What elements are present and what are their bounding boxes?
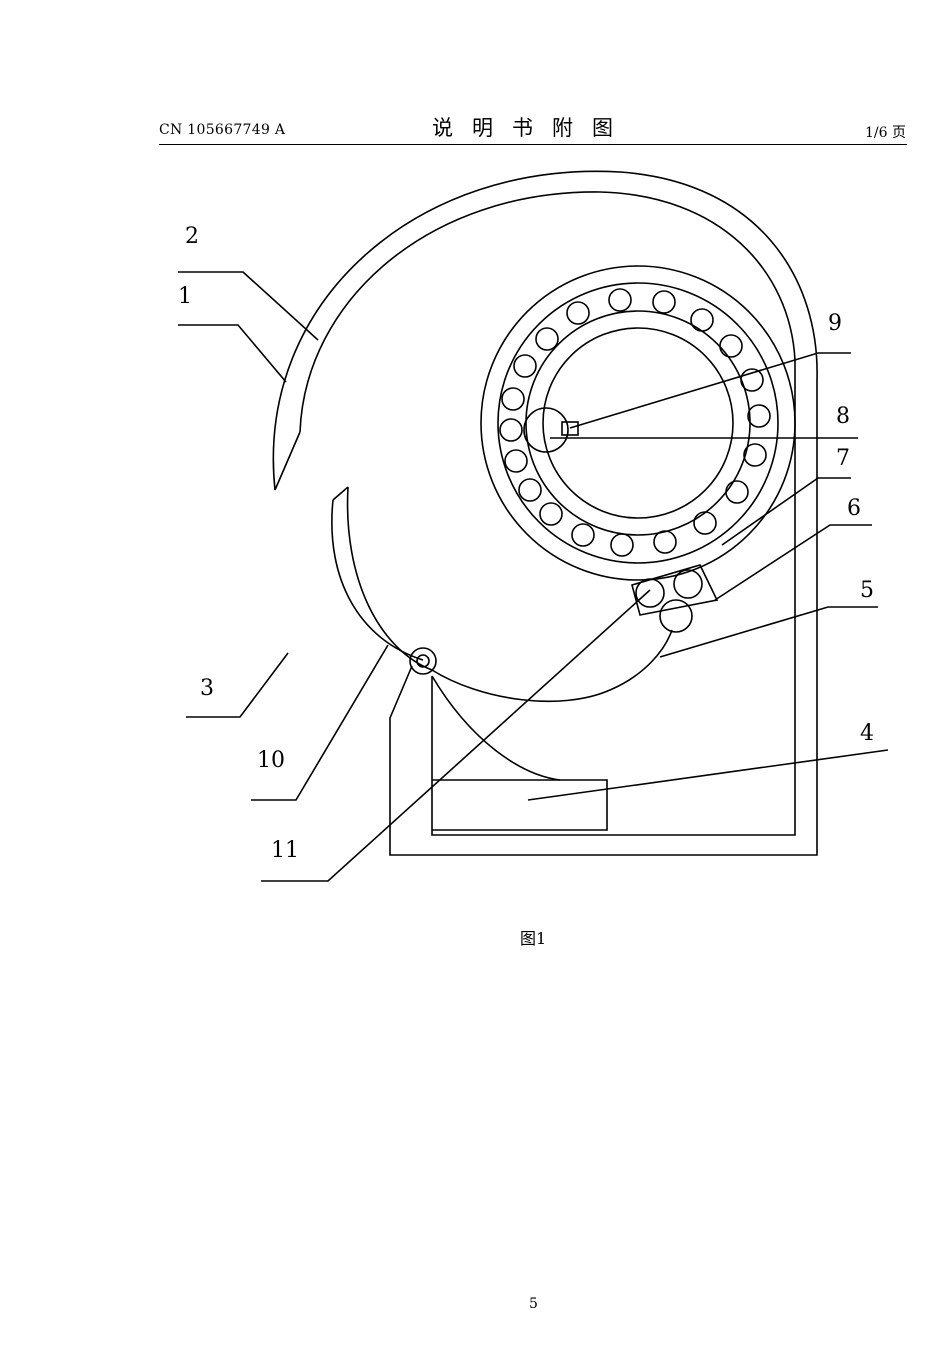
leader-1 — [178, 324, 287, 383]
ball — [743, 443, 767, 467]
leader-10 — [251, 644, 389, 801]
shell-tip — [274, 431, 301, 491]
ref-label-6: 6 — [847, 496, 861, 521]
leader-5 — [659, 606, 878, 658]
leader-6 — [714, 524, 872, 601]
ball — [610, 533, 634, 557]
leader-9 — [569, 352, 851, 429]
figure-caption: 图1 — [520, 929, 547, 948]
ball — [518, 478, 542, 502]
leader-4 — [527, 749, 889, 801]
ball — [652, 290, 676, 314]
ball — [693, 511, 717, 535]
ref-label-8: 8 — [836, 404, 850, 429]
page-info: 1/6 页 — [865, 125, 906, 141]
ball — [539, 502, 563, 526]
ref-label-11: 11 — [271, 838, 299, 863]
ball — [501, 387, 525, 411]
outer-shell-inner-edge — [299, 191, 796, 836]
document-number: CN 105667749 A — [159, 122, 286, 138]
ball — [499, 418, 523, 442]
trough-curve — [431, 629, 673, 703]
ball — [535, 327, 559, 351]
ball — [566, 301, 590, 325]
outer-shell-outer-edge — [272, 170, 818, 856]
ball — [747, 404, 771, 428]
ball — [653, 530, 677, 554]
header-divider — [159, 144, 907, 145]
ball — [513, 354, 537, 378]
ball — [690, 308, 714, 332]
roller-b — [673, 569, 703, 599]
drum-ring-2 — [497, 282, 779, 564]
roller-bracket — [631, 564, 719, 616]
ball-ring — [499, 288, 771, 557]
leader-7 — [721, 477, 851, 546]
leader-2 — [178, 271, 319, 341]
pivot-outer — [409, 647, 437, 675]
roller-a — [635, 578, 665, 608]
ref-label-3: 3 — [200, 676, 214, 701]
pivot-inner — [416, 654, 430, 668]
ref-label-5: 5 — [860, 578, 874, 603]
page-number: 5 — [529, 1296, 538, 1312]
roller-c — [659, 599, 693, 633]
ref-label-1: 1 — [178, 284, 192, 309]
leader-11 — [261, 589, 651, 882]
collection-box — [432, 779, 608, 831]
ball — [719, 334, 743, 358]
leader-3 — [186, 652, 289, 718]
lower-arc-inner — [332, 486, 433, 671]
ref-label-10: 10 — [257, 748, 285, 773]
hub-circle — [523, 407, 569, 453]
drum-inner-ring — [542, 327, 734, 519]
ref-label-4: 4 — [860, 721, 874, 746]
drum-ring-3 — [525, 310, 751, 536]
ball — [504, 449, 528, 473]
ref-label-9: 9 — [828, 311, 842, 336]
ref-label-2: 2 — [185, 224, 199, 249]
page-title: 说明书附图 — [432, 116, 632, 140]
drum-outer-ring — [480, 265, 796, 581]
lower-arc-outer — [331, 499, 424, 661]
sensor-block — [561, 421, 579, 436]
ball — [608, 288, 632, 312]
ball — [725, 480, 749, 504]
ball — [740, 368, 764, 392]
ref-label-7: 7 — [836, 446, 850, 471]
trough-curve-inner — [431, 675, 561, 781]
ball — [571, 523, 595, 547]
